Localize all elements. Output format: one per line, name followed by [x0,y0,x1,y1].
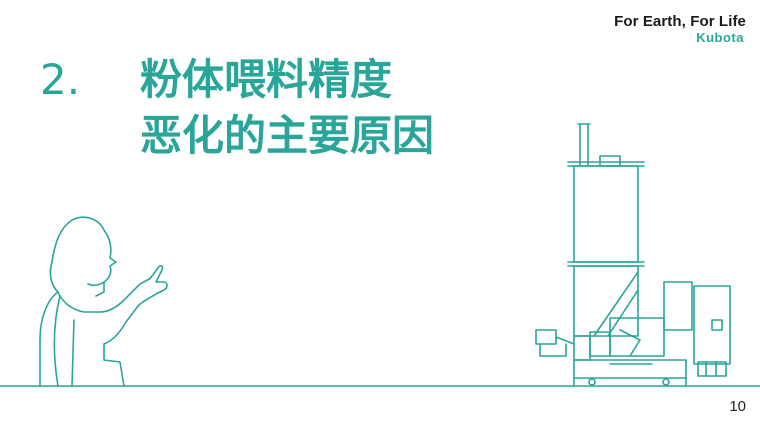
title-text-line-1: 粉体喂料精度 [140,55,393,104]
title-line-1: 2. 粉体喂料精度 [40,52,434,108]
kubota-logo: Kubota [696,30,744,45]
title-text-line-2: 恶化的主要原因 [140,111,435,160]
page-number: 10 [729,398,746,415]
section-number: 2. [40,55,81,104]
person-pointing-icon [39,216,168,387]
corporate-slogan: For Earth, For Life [614,13,746,30]
slide-title: 2. 粉体喂料精度 恶化的主要原因 [40,52,434,164]
powder-feeder-machine-icon [535,123,731,387]
